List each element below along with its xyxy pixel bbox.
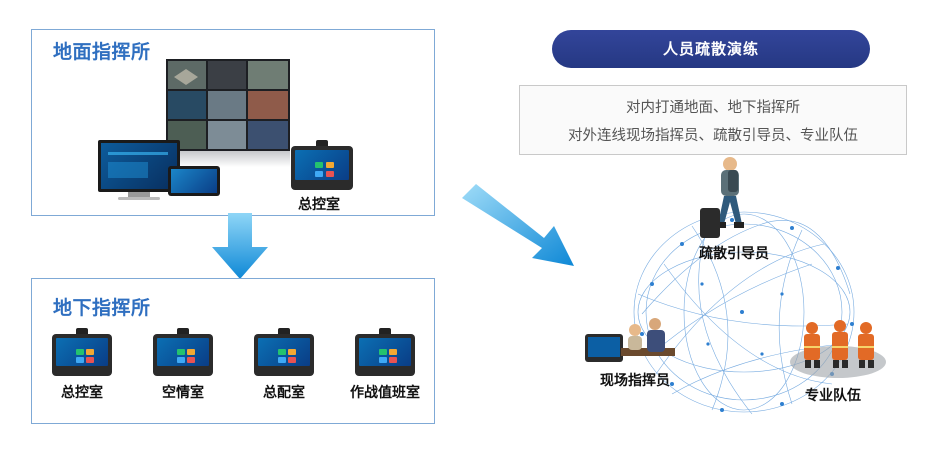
ground-command-title: 地面指挥所: [53, 41, 151, 63]
room-label-control: 总控室: [61, 385, 103, 401]
commander-label: 现场指挥员: [600, 373, 670, 389]
monitor-base: [118, 197, 160, 200]
monitor-stand: [128, 192, 150, 197]
room-label-duty: 作战值班室: [350, 385, 420, 401]
room-label-distribution: 总配室: [263, 385, 305, 401]
evacuation-guide-figure: [700, 157, 744, 238]
room-label-air-situation: 空情室: [162, 385, 204, 401]
drill-info-line-1: 对内打通地面、地下指挥所: [626, 100, 800, 116]
video-wall-reflection: [166, 151, 290, 167]
terminal-distribution-room: [254, 328, 314, 376]
professional-team-figure: [790, 320, 886, 378]
drill-info-box: 对内打通地面、地下指挥所 对外连线现场指挥员、疏散引导员、专业队伍: [519, 85, 907, 155]
diagonal-arrow: [462, 184, 574, 266]
drill-info-line-2: 对外连线现场指挥员、疏散引导员、专业队伍: [568, 128, 858, 144]
terminal-air-situation-room: [153, 328, 213, 376]
guide-label: 疏散引导员: [699, 246, 769, 262]
terminal-duty-room: [355, 328, 415, 376]
tablet-terminal: [168, 166, 220, 196]
terminal-control-room: [52, 328, 112, 376]
video-wall-image: [166, 59, 290, 151]
team-label: 专业队伍: [805, 388, 861, 404]
ground-command-panel: 地面指挥所 总控室: [31, 29, 435, 216]
control-room-terminal: [291, 140, 353, 190]
underground-command-title: 地下指挥所: [53, 297, 151, 319]
desktop-monitor: [98, 140, 180, 192]
control-room-label: 总控室: [298, 197, 340, 213]
down-arrow: [212, 213, 268, 279]
field-commander-figure: [585, 318, 675, 362]
drill-banner: 人员疏散演练: [552, 30, 870, 68]
